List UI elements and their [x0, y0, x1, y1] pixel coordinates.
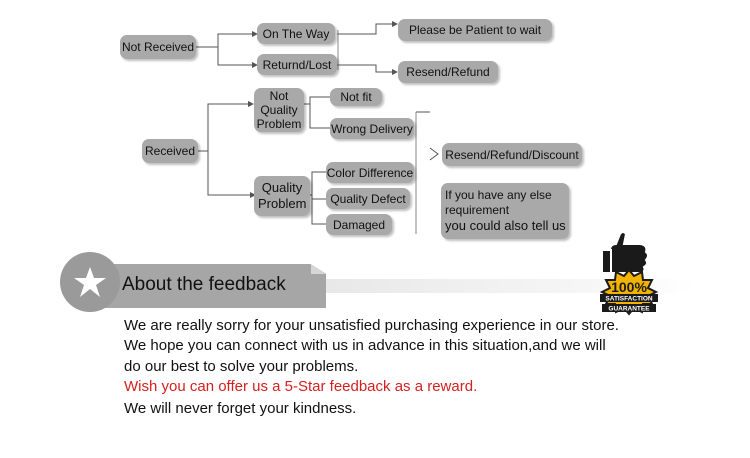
feedback-tab-fold: [311, 264, 326, 274]
badge-percent: 100%: [611, 279, 647, 295]
badge-burst: [599, 268, 659, 316]
not-quality-problem-label: Not Quality Problem: [256, 89, 302, 131]
please-wait-node: Please be Patient to wait: [398, 19, 552, 41]
badge-satisfaction: SATISFACTION: [605, 296, 652, 303]
badge-guarantee: GUARANTEE: [608, 306, 650, 313]
star-icon: [74, 267, 106, 297]
banner-strip: [326, 279, 696, 293]
message-line-1: We are really sorry for your unsatisfied…: [124, 317, 619, 334]
resend-refund-node: Resend/Refund: [398, 61, 498, 83]
feedback-tab: [100, 264, 326, 308]
not-received-node: Not Received: [120, 35, 196, 59]
not-fit-node: Not fit: [330, 88, 382, 106]
message-line-3: do our best to solve your problems.: [124, 358, 359, 375]
message-line-5: We will never forget your kindness.: [124, 400, 357, 417]
quality-defect-node: Quality Defect: [326, 188, 410, 209]
star-badge: [60, 252, 120, 312]
any-else-line-1: If you have any else: [445, 188, 552, 202]
wrong-delivery-node: Wrong Delivery: [330, 118, 414, 139]
quality-problem-node: Quality Problem: [254, 176, 310, 216]
thumbs-up-icon: [601, 231, 649, 274]
any-else-line-2: requirement: [445, 203, 510, 217]
color-difference-node: Color Difference: [326, 162, 414, 183]
not-quality-problem-node: Not Quality Problem: [254, 88, 304, 132]
satisfaction-guarantee-badge: 100% SATISFACTION GUARANTEE: [599, 231, 659, 316]
quality-problem-label: Quality Problem: [258, 180, 307, 211]
damaged-node: Damaged: [326, 214, 392, 235]
on-the-way-node: On The Way: [257, 23, 335, 44]
resend-refund-discount-node: Resend/Refund/Discount: [442, 143, 582, 166]
received-node: Received: [142, 139, 198, 163]
return-lost-node: Returnd/Lost: [257, 54, 337, 75]
any-else-line-3: you could also tell us: [445, 218, 566, 233]
any-else-requirement-node: If you have any else requirement you cou…: [441, 183, 569, 239]
message-line-4: Wish you can offer us a 5-Star feedback …: [124, 378, 478, 395]
feedback-title: About the feedback: [122, 274, 286, 295]
message-line-2: We hope you can connect with us in advan…: [124, 337, 606, 354]
feedback-flowchart: Not Received On The Way Returnd/Lost Ple…: [120, 19, 582, 239]
